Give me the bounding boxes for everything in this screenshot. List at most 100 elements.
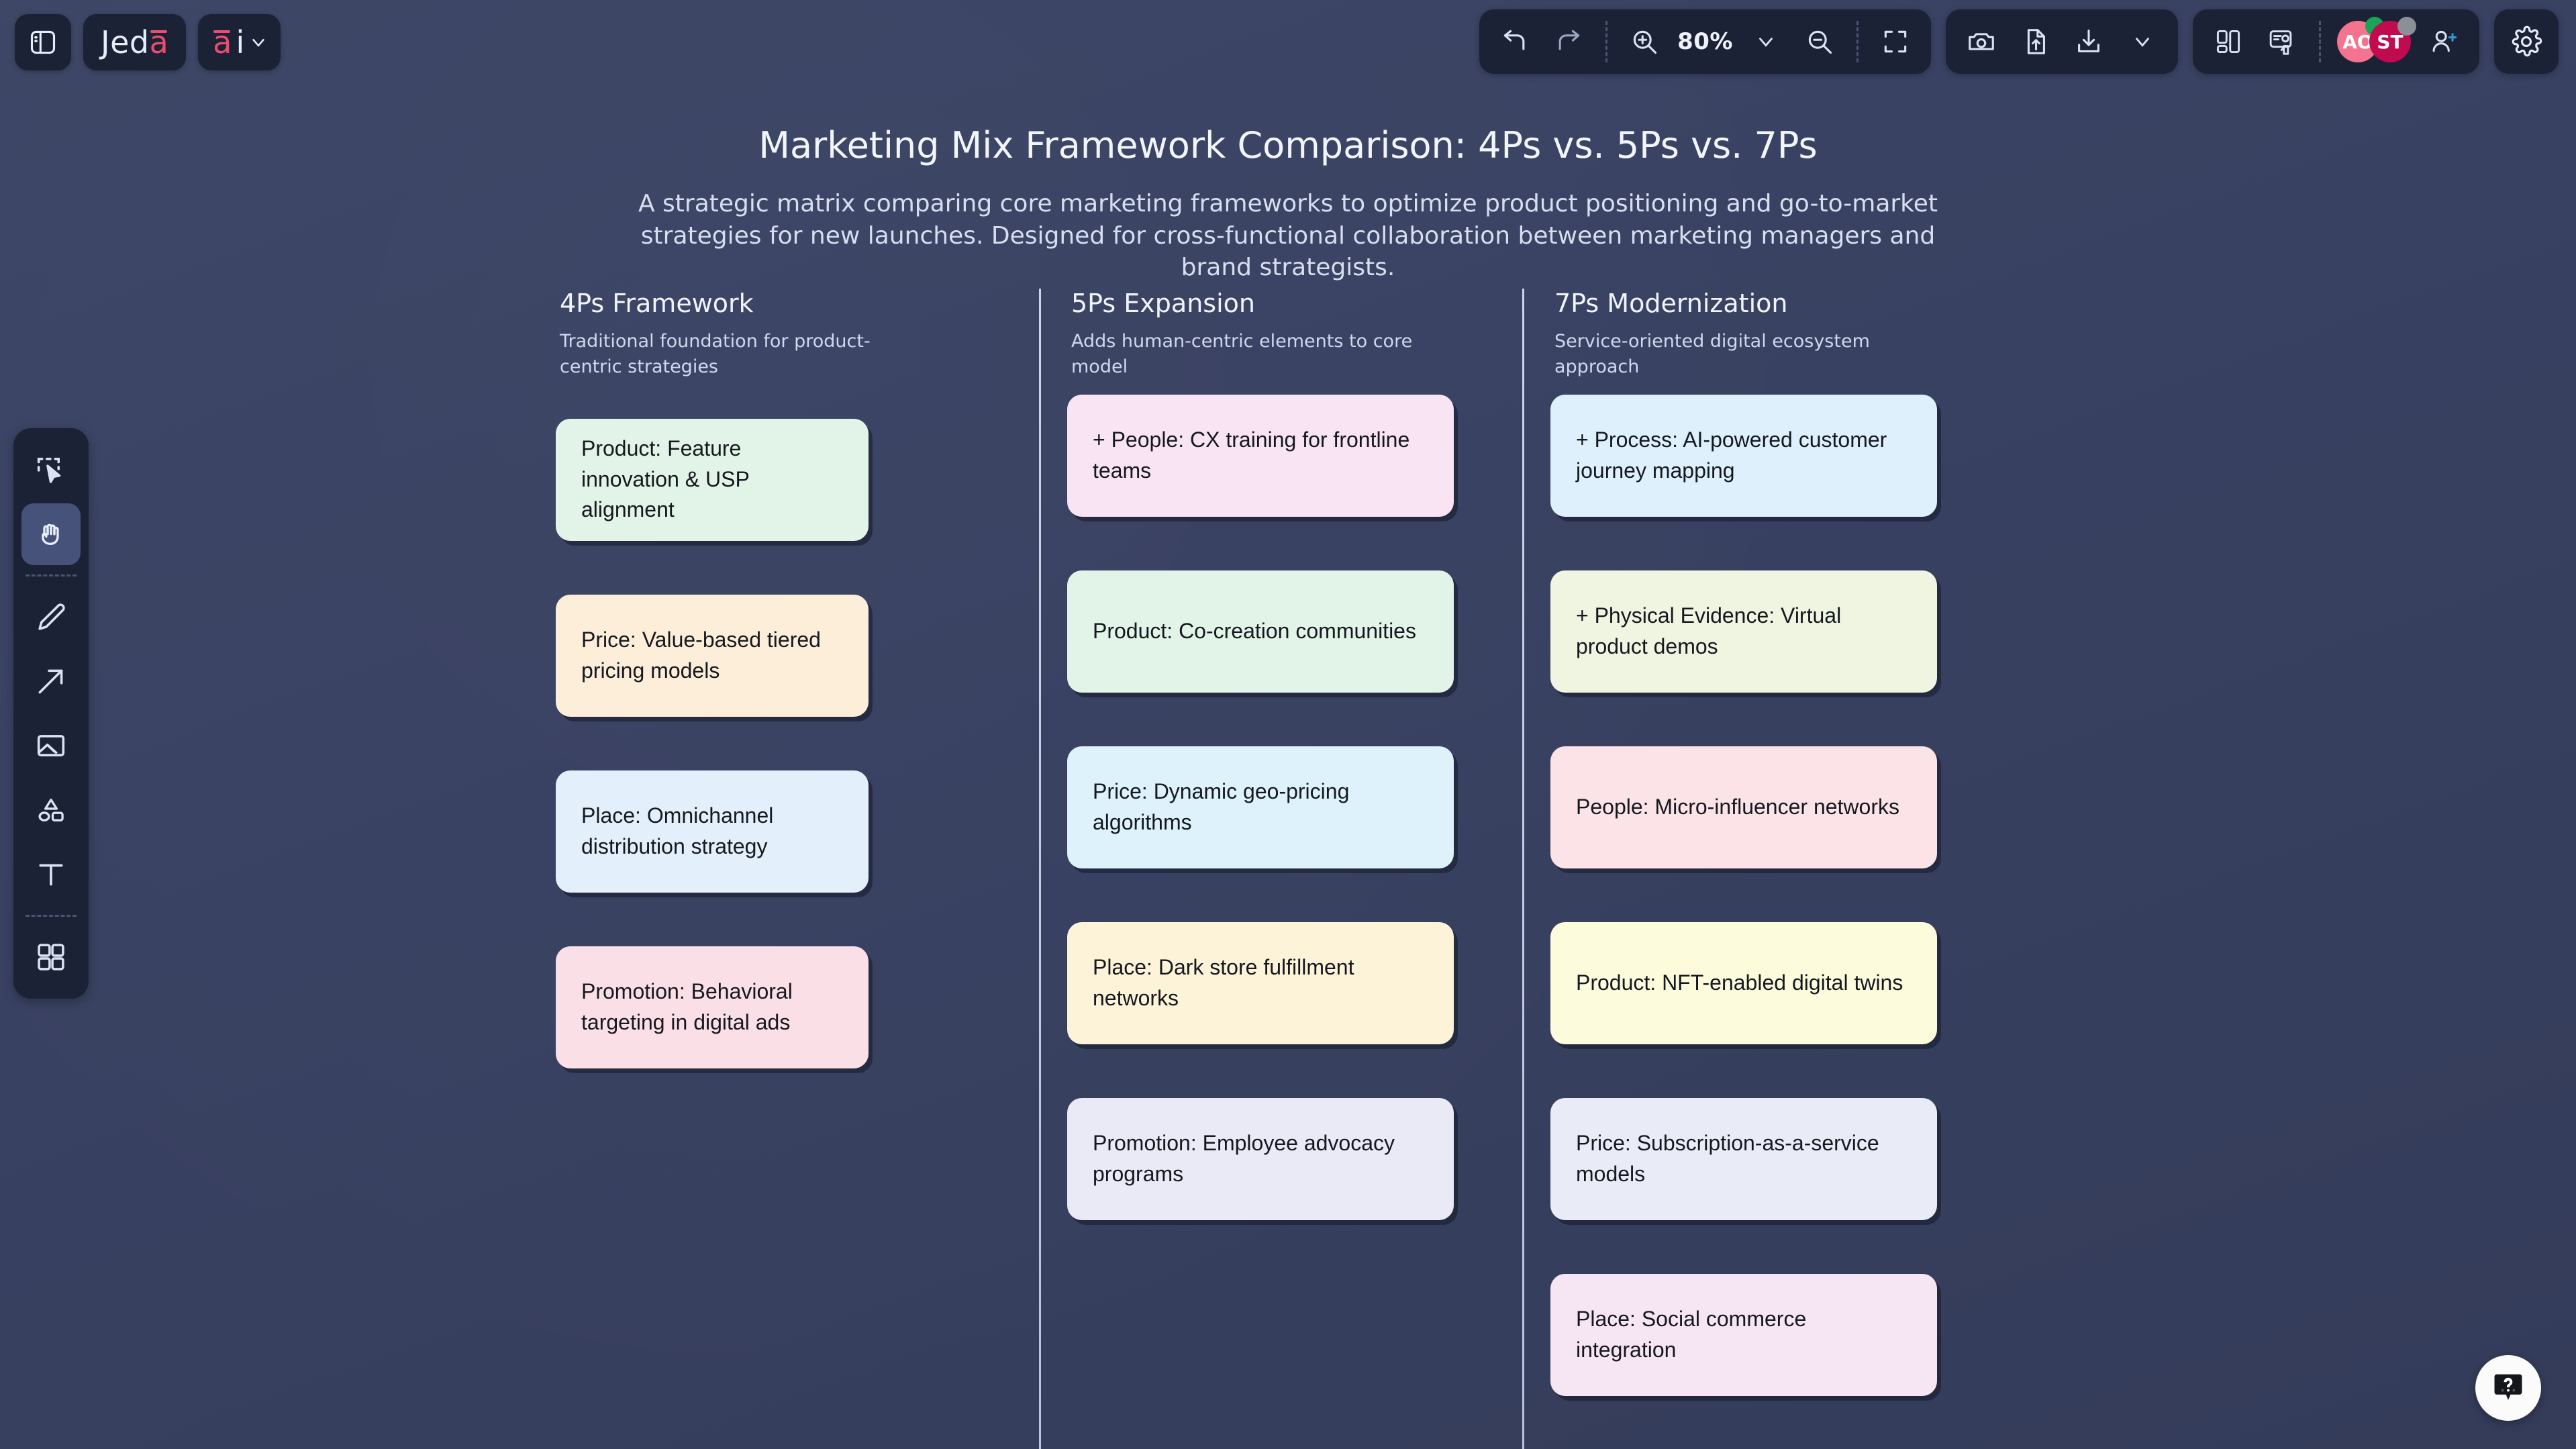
- card[interactable]: Place: Dark store fulfillment networks: [1067, 921, 1454, 1044]
- upload-file-button[interactable]: [2014, 21, 2056, 62]
- column-5ps: 5Ps Expansion Adds human-centric element…: [1039, 289, 1522, 1449]
- brand-name: Jed: [101, 24, 150, 60]
- avatar-initials: ST: [2377, 30, 2404, 53]
- card-text: Promotion: Behavioral targeting in digit…: [581, 979, 793, 1034]
- avatar-initials: AO: [2342, 30, 2373, 53]
- screenshot-button[interactable]: [1961, 21, 2002, 62]
- help-button[interactable]: [2475, 1355, 2541, 1421]
- column-title: 5Ps Expansion: [1071, 289, 1255, 318]
- card-text: Place: Omnichannel distribution strategy: [581, 803, 774, 858]
- card[interactable]: + Process: AI-powered customer journey m…: [1550, 394, 1937, 517]
- zoom-dropdown-button[interactable]: [1745, 21, 1787, 62]
- ai-label-accent: a: [213, 24, 232, 60]
- image-icon: [34, 729, 68, 762]
- column-divider: [1039, 289, 1041, 1449]
- toolbar-divider: [1856, 21, 1859, 62]
- card-text: Price: Dynamic geo-pricing algorithms: [1093, 779, 1350, 834]
- card[interactable]: Place: Social commerce integration: [1550, 1273, 1937, 1396]
- page-title: Marketing Mix Framework Comparison: 4Ps …: [758, 124, 1818, 166]
- toolbar-separator: [26, 915, 77, 917]
- presentation-icon: [2267, 26, 2297, 57]
- card[interactable]: Promotion: Employee advocacy programs: [1067, 1097, 1454, 1220]
- redo-button[interactable]: [1548, 21, 1589, 62]
- card-text: Product: Feature innovation & USP alignm…: [581, 436, 750, 522]
- view-presence-group: AO ST: [2193, 9, 2479, 74]
- card-text: Promotion: Employee advocacy programs: [1093, 1131, 1395, 1186]
- avatar[interactable]: ST: [2369, 17, 2416, 62]
- zoom-out-button[interactable]: [1799, 21, 1840, 62]
- card-text: + Physical Evidence: Virtual product dem…: [1576, 603, 1842, 658]
- panel-toggle-button[interactable]: [15, 14, 71, 70]
- card[interactable]: Price: Dynamic geo-pricing algorithms: [1067, 746, 1454, 868]
- fit-to-screen-button[interactable]: [1875, 21, 1916, 62]
- card[interactable]: + People: CX training for frontline team…: [1067, 394, 1454, 517]
- column-7ps: 7Ps Modernization Service-oriented digit…: [1522, 289, 2005, 1449]
- status-badge: [2397, 17, 2416, 36]
- left-toolbar: [13, 428, 89, 999]
- settings-button[interactable]: [2494, 9, 2559, 74]
- chevron-down-icon: [1754, 30, 1777, 53]
- card-text: + Process: AI-powered customer journey m…: [1576, 428, 1887, 483]
- grid-icon: [34, 940, 68, 974]
- undo-button[interactable]: [1494, 21, 1536, 62]
- card[interactable]: People: Micro-influencer networks: [1550, 746, 1937, 868]
- zoom-in-button[interactable]: [1624, 21, 1665, 62]
- toolbar-divider: [2319, 21, 2321, 62]
- card[interactable]: Place: Omnichannel distribution strategy: [556, 770, 869, 893]
- pen-tool[interactable]: [21, 586, 81, 648]
- fit-to-screen-icon: [1881, 27, 1910, 56]
- card[interactable]: Product: Co-creation communities: [1067, 570, 1454, 693]
- column-divider: [1522, 289, 1524, 1449]
- card-text: Product: NFT-enabled digital twins: [1576, 970, 1903, 995]
- column-title: 4Ps Framework: [560, 289, 754, 318]
- card[interactable]: Price: Subscription-as-a-service models: [1550, 1097, 1937, 1220]
- download-icon: [2073, 26, 2104, 57]
- card-text: Product: Co-creation communities: [1093, 618, 1416, 643]
- hand-tool[interactable]: [21, 503, 81, 565]
- page-subtitle: A strategic matrix comparing core market…: [638, 190, 1938, 282]
- shapes-icon: [34, 793, 68, 827]
- card-list: + Process: AI-powered customer journey m…: [1550, 394, 1965, 1396]
- card[interactable]: Product: NFT-enabled digital twins: [1550, 921, 1937, 1044]
- shapes-tool[interactable]: [21, 779, 81, 841]
- zoom-level-label[interactable]: 80%: [1677, 28, 1733, 55]
- select-tool[interactable]: [21, 439, 81, 501]
- templates-tool[interactable]: [21, 926, 81, 988]
- brand-name-accent: a: [149, 24, 169, 60]
- zoom-out-icon: [1805, 27, 1834, 56]
- chevron-down-icon: [248, 32, 268, 52]
- card[interactable]: Price: Value-based tiered pricing models: [556, 594, 869, 717]
- add-user-icon: [2428, 26, 2459, 57]
- card[interactable]: Product: Feature innovation & USP alignm…: [556, 418, 869, 541]
- pen-icon: [34, 600, 68, 634]
- card-list: Product: Feature innovation & USP alignm…: [556, 418, 999, 1068]
- download-button[interactable]: [2068, 21, 2110, 62]
- upload-file-icon: [2020, 26, 2050, 57]
- download-options-button[interactable]: [2122, 21, 2163, 62]
- zoom-in-icon: [1630, 27, 1659, 56]
- panel-toggle-icon: [28, 28, 58, 57]
- text-tool[interactable]: [21, 844, 81, 905]
- card-text: Price: Value-based tiered pricing models: [581, 628, 821, 683]
- gear-icon: [2510, 25, 2543, 58]
- arrow-tool[interactable]: [21, 650, 81, 712]
- presentation-button[interactable]: [2261, 21, 2303, 62]
- add-user-button[interactable]: [2423, 21, 2465, 62]
- layout-split-button[interactable]: [2208, 21, 2249, 62]
- card-text: + People: CX training for frontline team…: [1093, 428, 1410, 483]
- help-question-icon: [2490, 1370, 2526, 1406]
- card[interactable]: Promotion: Behavioral targeting in digit…: [556, 946, 869, 1068]
- arrow-icon: [34, 664, 68, 698]
- image-tool[interactable]: [21, 715, 81, 777]
- ai-label: i: [236, 24, 245, 60]
- card-text: Place: Social commerce integration: [1576, 1307, 1807, 1362]
- card[interactable]: + Physical Evidence: Virtual product dem…: [1550, 570, 1937, 693]
- card-list: + People: CX training for frontline team…: [1067, 394, 1482, 1220]
- chevron-down-icon: [2131, 30, 2154, 53]
